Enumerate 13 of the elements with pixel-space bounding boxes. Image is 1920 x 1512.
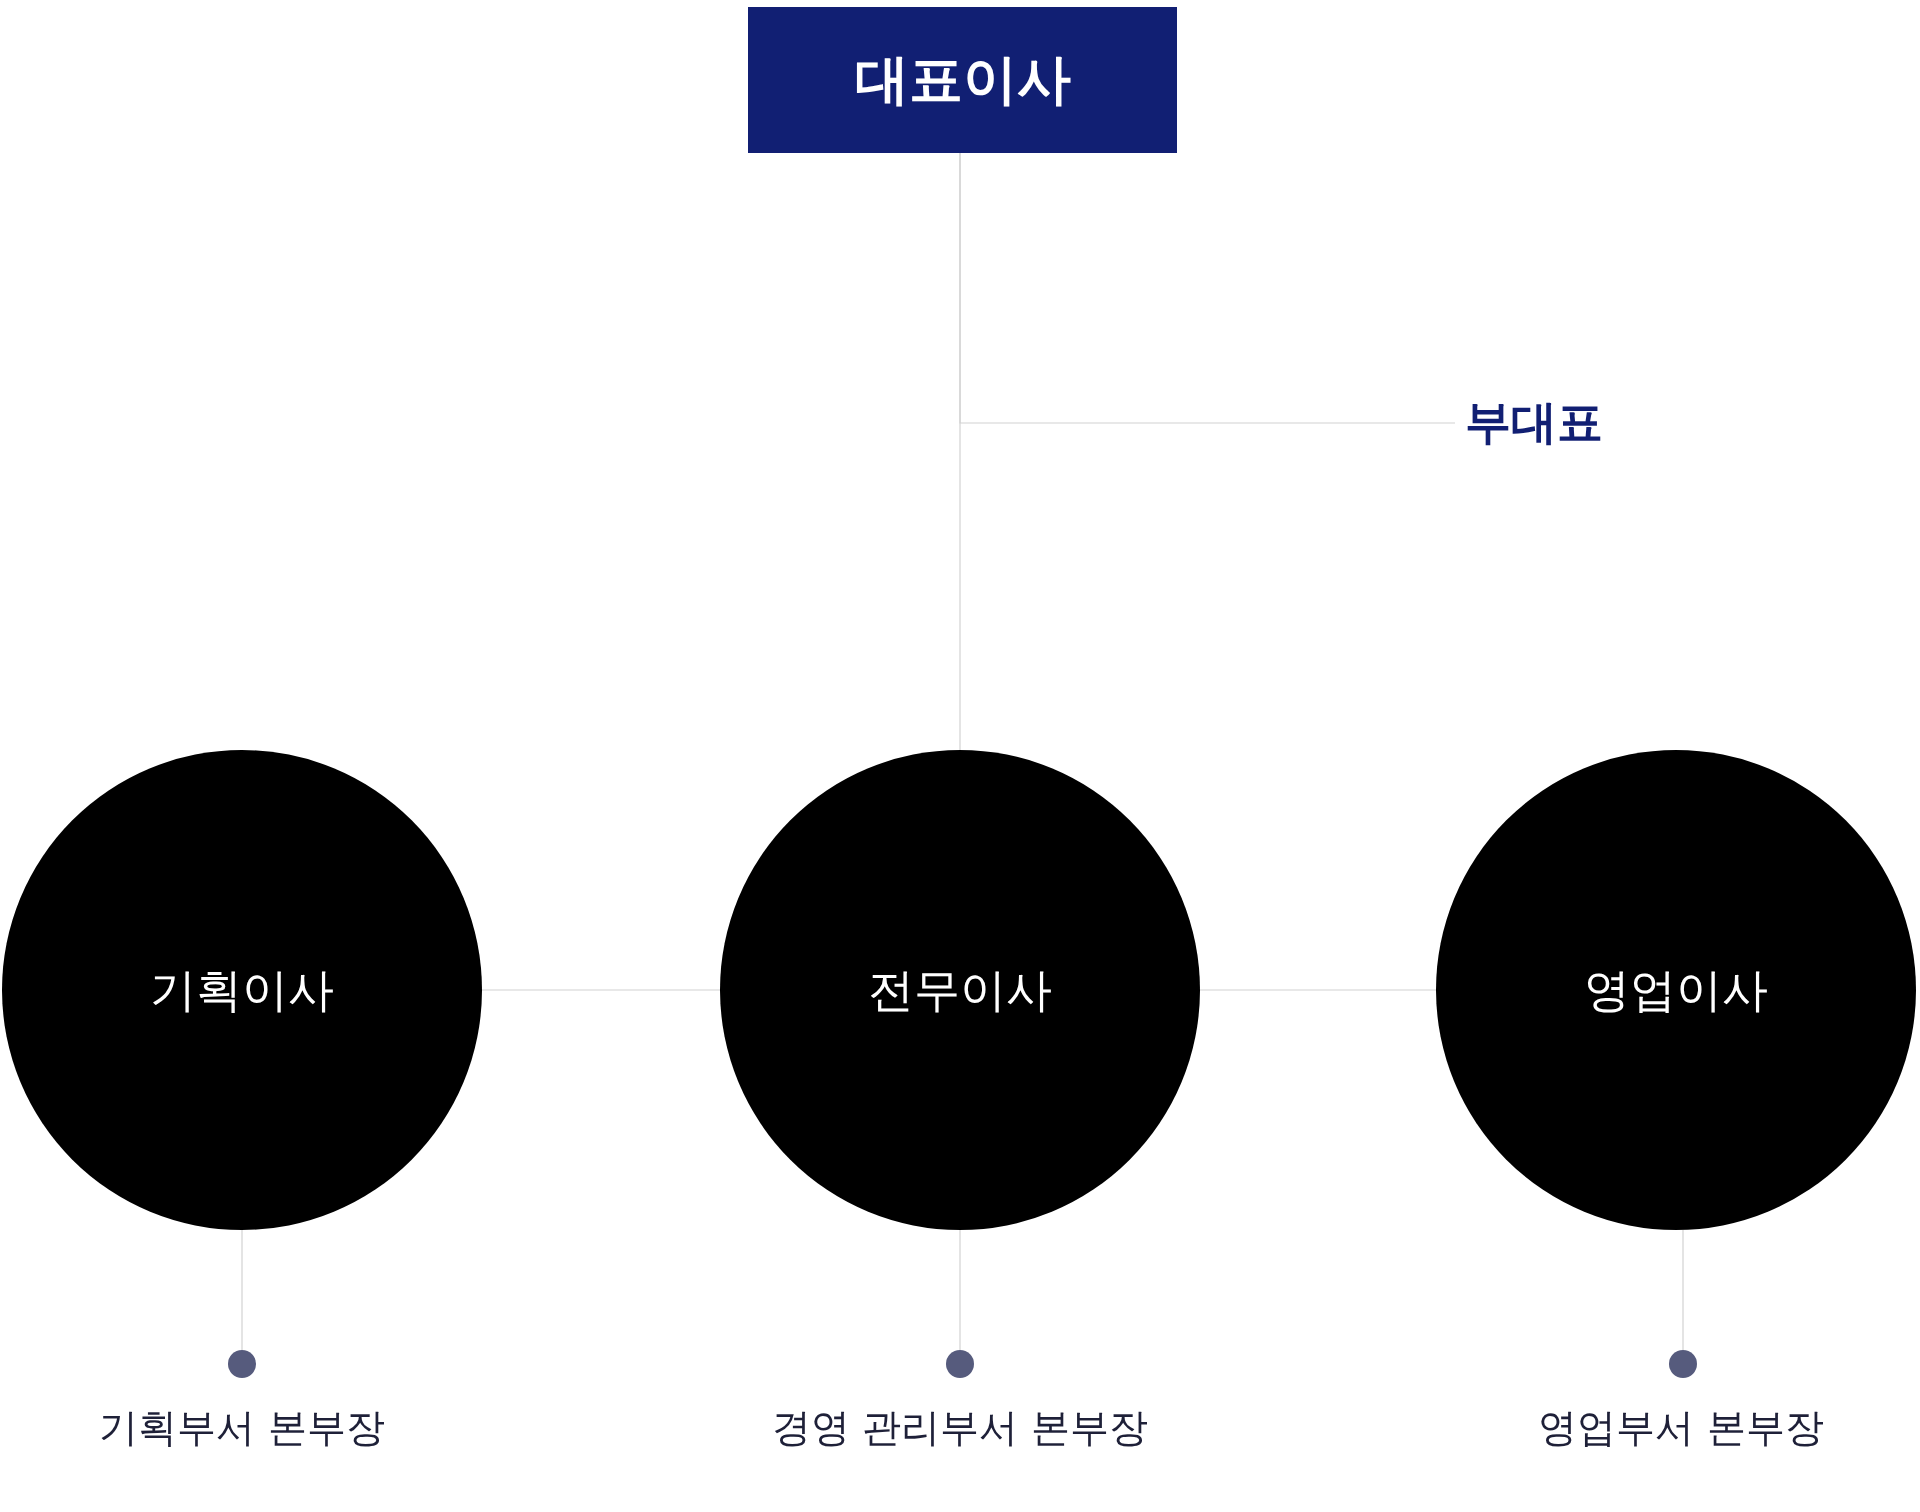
dot-icon [1669, 1350, 1697, 1378]
dot-icon [228, 1350, 256, 1378]
caption-text: 영업부서 본부장 [1538, 1406, 1824, 1451]
dot-icon [946, 1350, 974, 1378]
connector-line [959, 152, 961, 751]
header-box [748, 7, 1177, 153]
branch-label: 부대표 [1465, 397, 1603, 448]
circle-label: 전무이사 [868, 964, 1052, 1016]
circle-label: 영업이사 [1584, 964, 1768, 1016]
box-label: 대표이사 [854, 50, 1071, 110]
caption-text: 기획부서 본부장 [99, 1406, 385, 1451]
circle-label: 기획이사 [150, 964, 334, 1016]
caption-text: 경영 관리부서 본부장 [772, 1406, 1148, 1451]
